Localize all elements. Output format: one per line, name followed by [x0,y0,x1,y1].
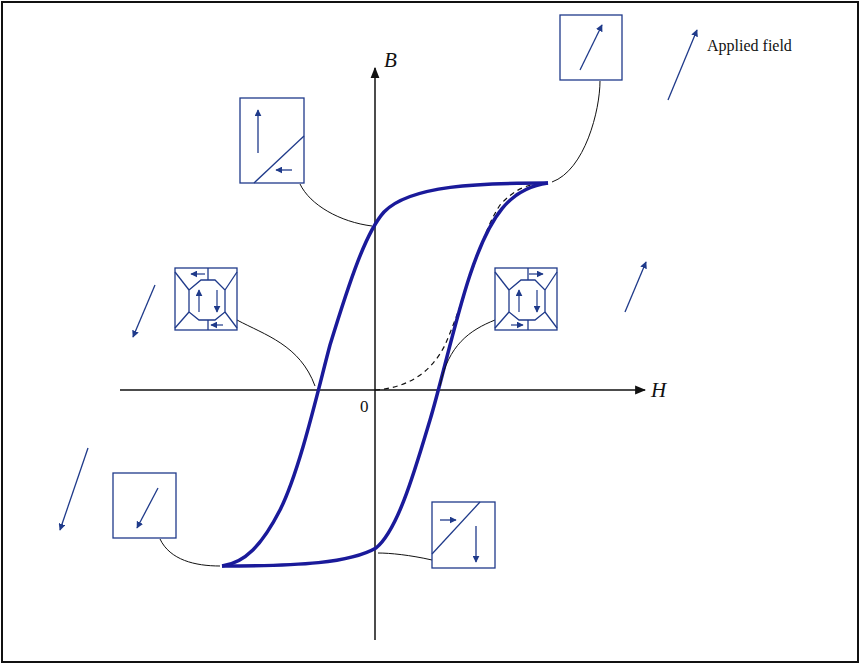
domain-frame [560,15,622,80]
domain-arrow [257,110,258,153]
domain-box [495,268,557,330]
domain-arrow [580,25,602,70]
domain-frame [113,473,176,538]
domain-arrow [511,324,523,325]
leader-line [440,320,495,386]
leader-line [378,553,432,560]
domain-wall [207,268,208,280]
field-arrow [668,30,697,100]
domain-arrow [276,169,292,170]
domain-arrow [440,519,456,520]
domain-wall [225,312,237,328]
domain-wall [509,280,545,320]
domain-wall [545,312,557,328]
domain-wall [225,272,237,290]
domain-wall [254,136,304,183]
domain-frame [240,98,304,183]
field-label: Applied field [707,38,792,54]
domain-wall [175,272,189,290]
domain-box [113,473,176,538]
domain-box [560,15,622,80]
domain-wall [189,280,225,320]
domain-frame [495,268,557,330]
domain-wall [432,502,480,554]
origin-label: 0 [360,398,369,415]
domain-arrow [211,324,223,325]
domain-arrow [216,290,217,312]
leader-line [300,184,372,226]
leader-line [552,81,600,182]
domain-arrow [518,290,519,312]
hysteresis-branch [222,183,548,566]
b-axis [374,68,376,640]
domain-wall [527,320,528,330]
domain-arrow [536,290,537,312]
axis-label: H [651,380,666,401]
field-arrow [60,448,88,530]
leader-line [160,539,220,566]
domain-wall [207,320,208,330]
domain-wall [527,268,528,280]
domain-box [175,268,237,330]
hysteresis-branch [222,183,548,566]
domain-arrow [475,526,476,562]
field-arrow [133,285,155,337]
domain-arrow [137,488,158,528]
domain-box [240,98,304,183]
domain-arrow [529,273,543,274]
domain-frame [175,268,237,330]
domain-wall [175,312,189,328]
h-axis [120,389,645,391]
domain-wall [495,312,509,328]
leader-line [237,320,315,386]
domain-arrow [191,273,205,274]
domain-frame [432,502,495,568]
domain-wall [495,272,509,290]
axis-label: B [384,50,397,71]
domain-box [432,502,495,568]
domain-arrow [198,290,199,312]
domain-wall [545,272,557,290]
field-arrow [625,262,646,312]
